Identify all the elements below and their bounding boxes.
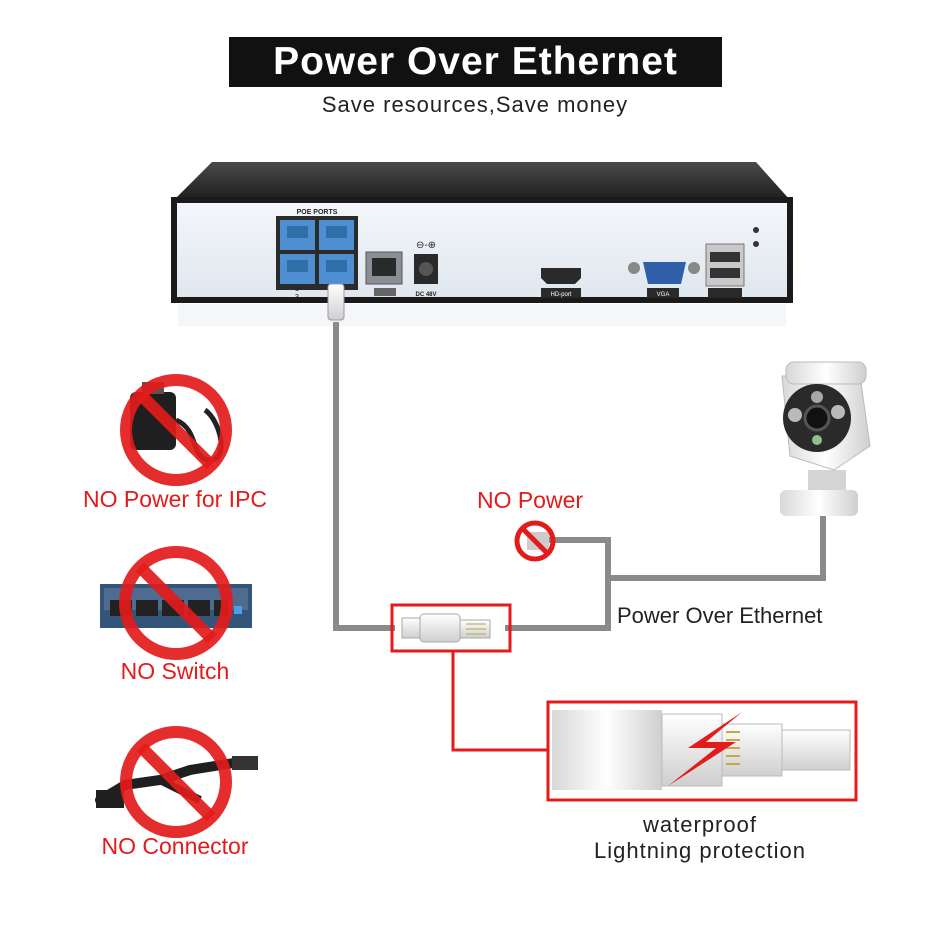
port-number-1: 1 xyxy=(295,286,299,293)
usb-icon xyxy=(708,288,742,298)
vga-label: VGA xyxy=(657,292,670,298)
small-connector xyxy=(401,613,491,643)
zoom-link-line xyxy=(451,651,548,752)
dc-label: DC 48V xyxy=(415,292,436,298)
cable-lines xyxy=(333,322,826,631)
nvr-rj45-plug xyxy=(327,283,345,321)
vga-port xyxy=(643,262,686,284)
poe-label: Power Over Ethernet xyxy=(617,603,823,628)
nvr-reflection xyxy=(178,304,786,326)
no-adapter-symbol xyxy=(120,374,232,486)
no-power-ipc-label: NO Power for IPC xyxy=(82,486,268,512)
no-switch-label: NO Switch xyxy=(120,658,230,684)
nvr-recorder: POE PORTS 1 2 3 4 ⊖-⊕ DC 48V HD-port VGA xyxy=(171,162,793,326)
waterproof-label: waterproof xyxy=(643,812,757,837)
power-branch-cable xyxy=(505,537,611,631)
status-led xyxy=(753,227,759,233)
nvr-top-panel xyxy=(174,162,790,200)
no-power-label: NO Power xyxy=(476,487,584,513)
page-subtitle: Save resources,Save money xyxy=(321,92,629,117)
nvr-rear-panel xyxy=(171,197,793,303)
connector-highlight-box xyxy=(390,603,512,653)
large-connector xyxy=(552,710,851,790)
hdmi-label: HD-port xyxy=(550,292,571,298)
no-power-symbol xyxy=(514,520,556,562)
page-title: Power Over Ethernet xyxy=(273,40,678,83)
ip-camera xyxy=(780,361,871,516)
title-banner xyxy=(229,37,722,87)
no-connector-symbol xyxy=(95,726,258,838)
camera-cable xyxy=(608,510,826,581)
no-switch-symbol xyxy=(100,546,252,660)
usb-ports xyxy=(705,243,745,287)
no-connector-label: NO Connector xyxy=(101,833,249,859)
network-icon xyxy=(374,288,396,296)
poe-ports-label: POE PORTS xyxy=(297,209,338,216)
nvr-cable xyxy=(333,322,395,631)
dc-polarity-icon: ⊖-⊕ xyxy=(416,240,436,251)
port-number-3: 3 xyxy=(295,294,299,301)
lightning-protection-label: Lightning protection xyxy=(593,838,807,863)
hdmi-port xyxy=(541,268,581,284)
